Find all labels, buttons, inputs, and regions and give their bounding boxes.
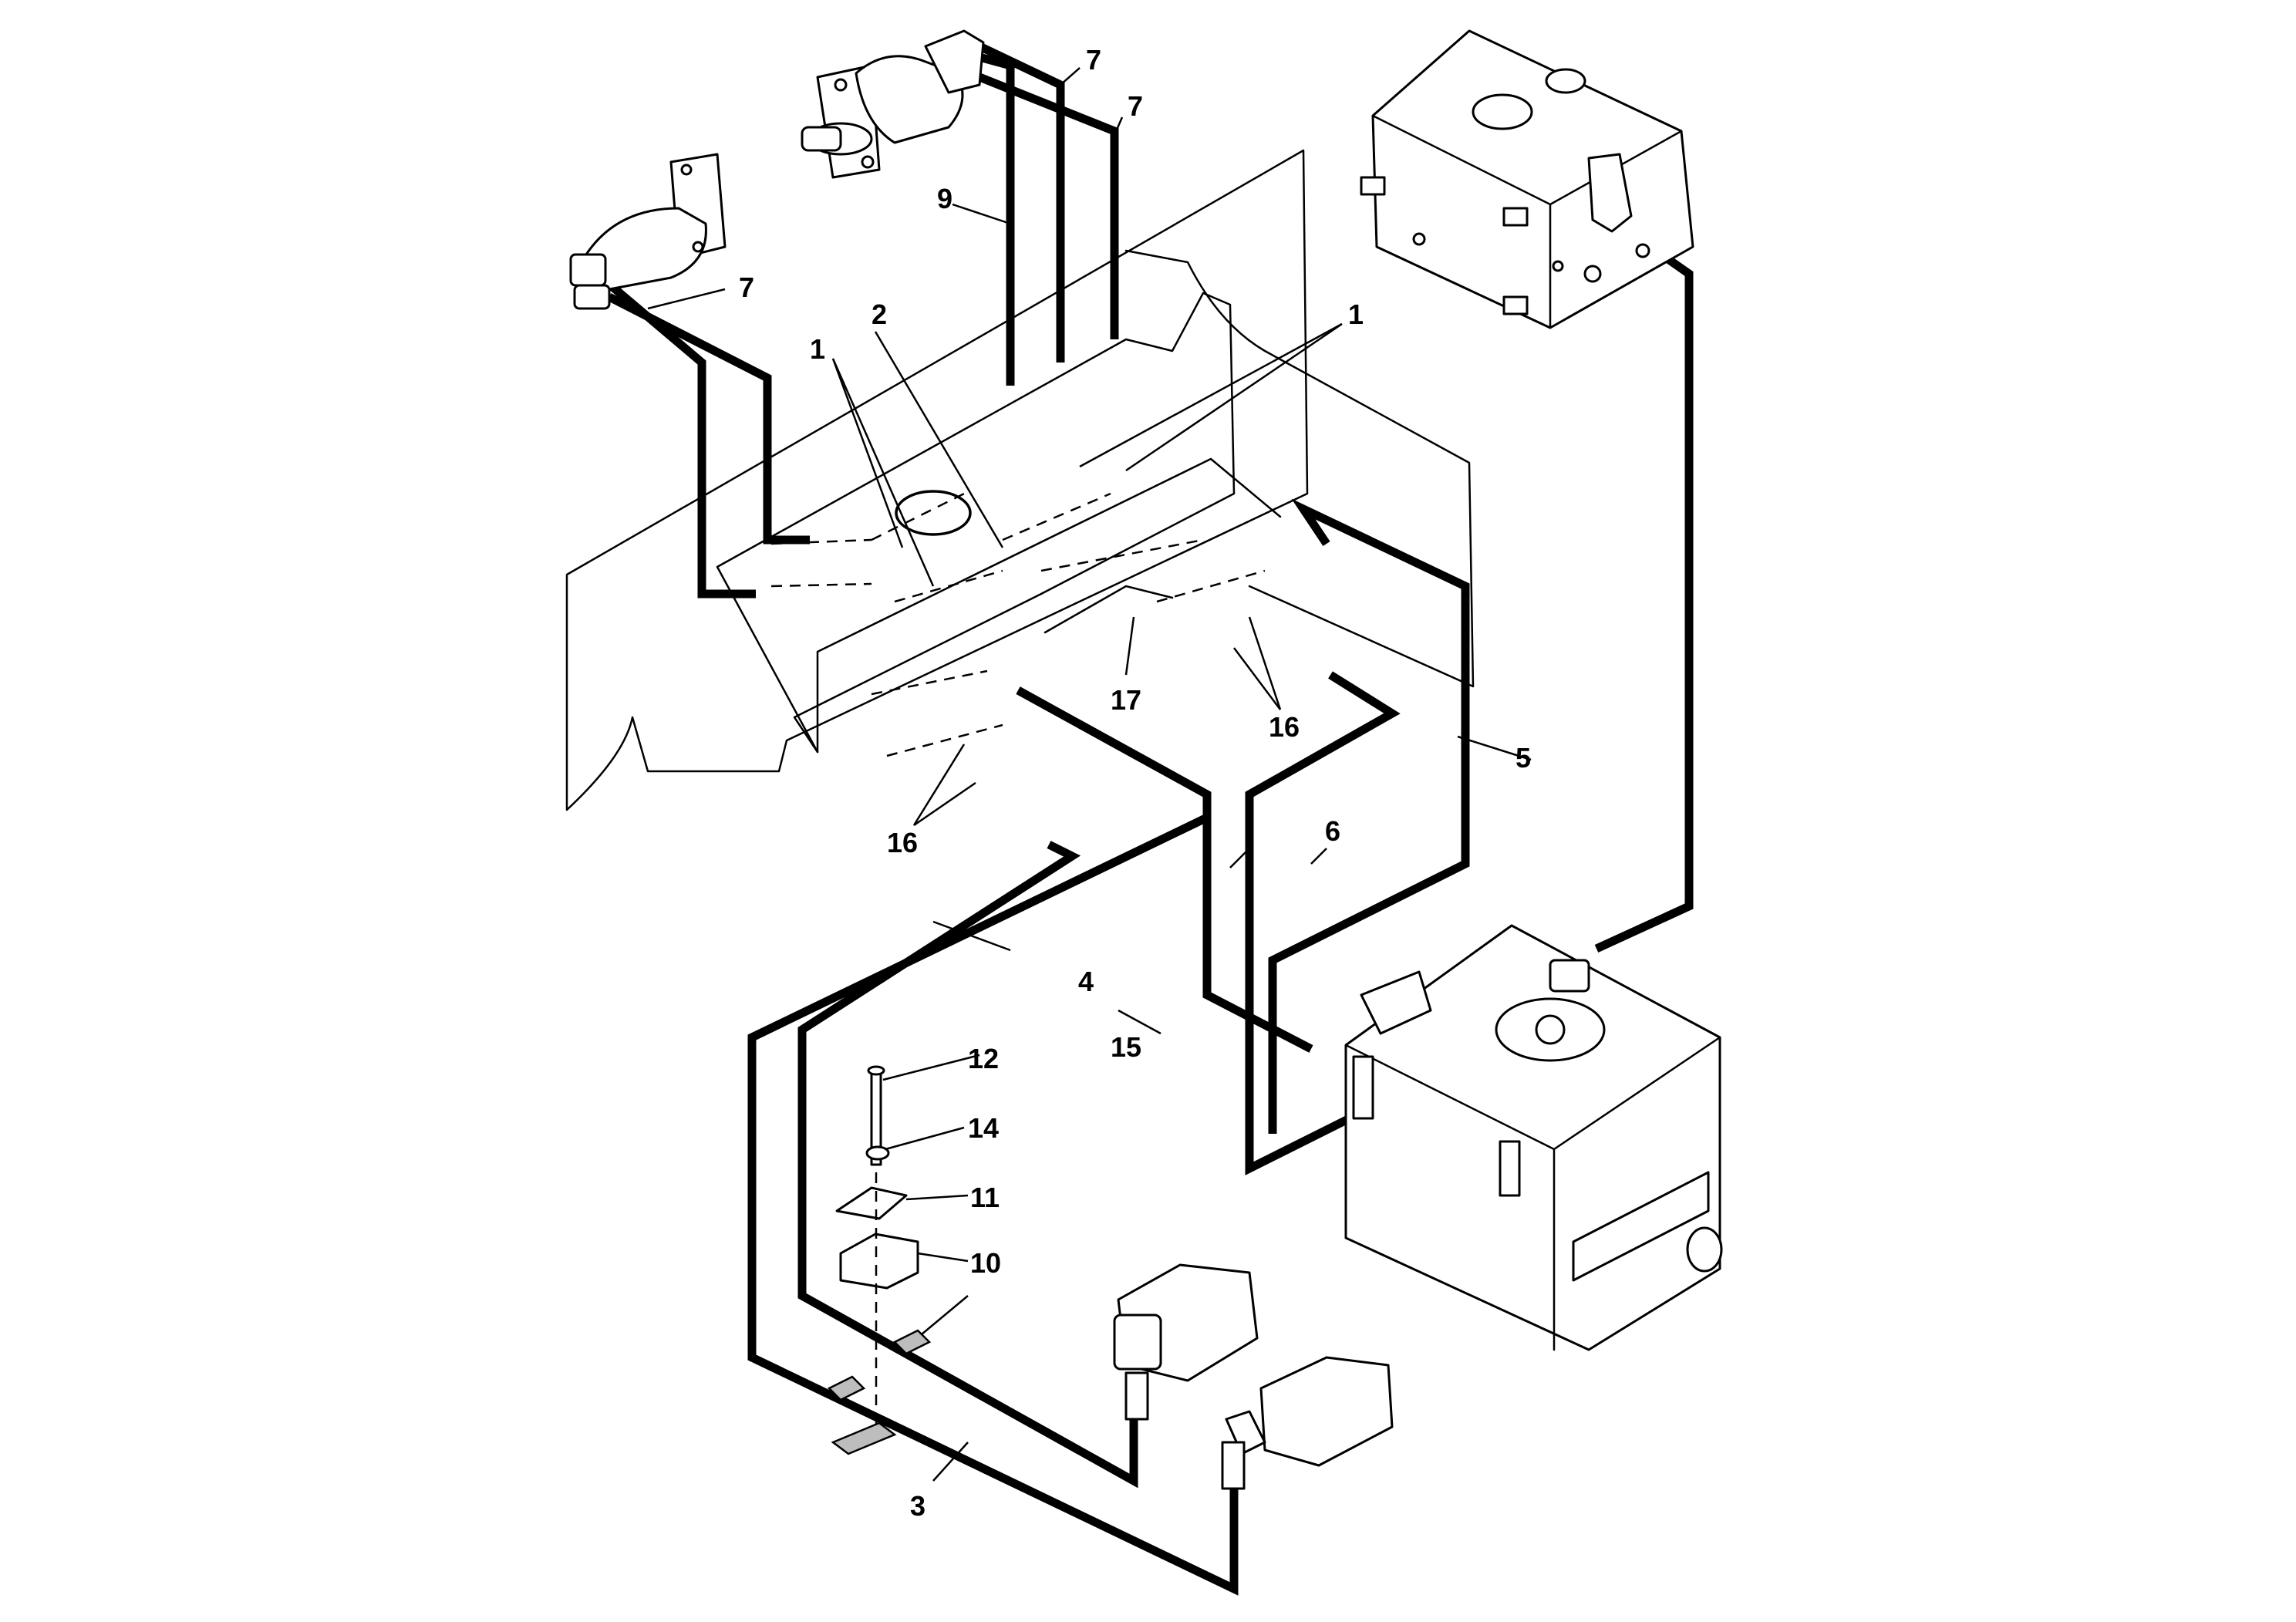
dashed-guidelines — [770, 492, 1266, 757]
callout-9: 9 — [937, 183, 952, 214]
callout-6: 6 — [1325, 815, 1340, 847]
bulkhead-plate — [565, 149, 1475, 811]
callout-7-right: 7 — [1128, 90, 1143, 122]
callout-labels: 7 7 9 7 2 1 1 17 16 16 5 6 4 15 12 14 11… — [739, 44, 1531, 1522]
auxiliary-tank — [1360, 29, 1694, 329]
leader-lines — [647, 67, 1532, 1482]
pump-right — [1221, 1356, 1394, 1490]
callout-17: 17 — [1111, 684, 1141, 716]
callout-7-top: 7 — [1086, 44, 1101, 76]
callout-10: 10 — [970, 1247, 1001, 1279]
callout-14: 14 — [968, 1112, 999, 1144]
hose-clamp-assembly — [827, 1065, 932, 1455]
drive-motor-top — [801, 29, 985, 179]
callout-3: 3 — [910, 1490, 925, 1522]
callout-12: 12 — [968, 1043, 999, 1074]
callout-7-left: 7 — [739, 271, 754, 303]
pump-left — [1113, 1263, 1259, 1421]
callout-11: 11 — [970, 1182, 1000, 1213]
callout-16-left: 16 — [887, 827, 918, 858]
callout-4: 4 — [1078, 966, 1094, 997]
callout-1-left: 1 — [810, 333, 825, 365]
callout-15: 15 — [1111, 1031, 1141, 1063]
callout-1-right: 1 — [1348, 298, 1364, 330]
hydraulic-hoses — [598, 42, 1694, 1596]
callout-5: 5 — [1515, 742, 1531, 774]
main-hydraulic-tank — [1344, 924, 1723, 1351]
plate-cutout-ring — [895, 490, 972, 536]
drive-motor-left — [569, 153, 727, 310]
callout-2: 2 — [872, 298, 887, 330]
callout-16-right: 16 — [1269, 711, 1300, 743]
